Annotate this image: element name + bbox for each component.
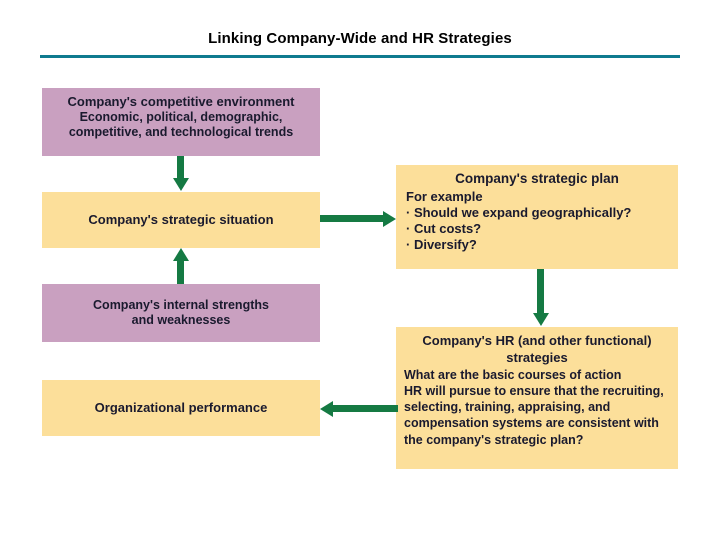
box-internal-strengths-line1: Company's internal strengths: [93, 297, 269, 312]
box-internal-strengths: Company's internal strengths and weaknes…: [42, 284, 320, 342]
box-hr-strategies-heading-line1: Company's HR (and other functional): [422, 333, 652, 348]
box-competitive-environment-line1: Economic, political, demographic,: [79, 109, 283, 124]
box-hr-strategies-line1: What are the basic courses of action: [404, 367, 622, 382]
box-competitive-environment-line2: competitive, and technological trends: [68, 125, 294, 140]
box-hr-strategies-line5: the company's strategic plan?: [404, 432, 584, 447]
box-hr-strategies-line2: HR will pursue to ensure that the recrui…: [404, 383, 664, 398]
box-internal-strengths-line2: and weaknesses: [131, 313, 231, 327]
box-strategic-situation-heading: Company's strategic situation: [88, 212, 274, 228]
box-hr-strategies-line3: selecting, training, appraising, and: [404, 400, 611, 415]
box-strategic-situation: Company's strategic situation: [42, 192, 320, 248]
box-hr-strategies: Company's HR (and other functional) stra…: [396, 327, 678, 469]
title-divider: [40, 55, 680, 58]
box-strategic-plan: Company's strategic plan For example · S…: [396, 165, 678, 269]
box-competitive-environment-heading: Company's competitive environment: [67, 94, 295, 109]
box-organizational-performance: Organizational performance: [42, 380, 320, 436]
box-strategic-plan-intro: For example: [406, 189, 483, 205]
box-strategic-plan-heading: Company's strategic plan: [455, 171, 619, 186]
box-strategic-plan-item-1: · Should we expand geographically?: [406, 205, 632, 221]
box-strategic-plan-item-2: · Cut costs?: [406, 221, 482, 237]
page-title: Linking Company-Wide and HR Strategies: [208, 30, 512, 47]
arrow-environment-to-situation: [173, 156, 189, 192]
arrow-situation-to-plan: [320, 211, 398, 227]
box-hr-strategies-heading-line2: strategies: [506, 349, 568, 365]
box-organizational-performance-heading: Organizational performance: [94, 400, 268, 416]
arrow-internal-to-situation: [173, 248, 189, 284]
box-strategic-plan-item-3: · Diversify?: [406, 237, 477, 253]
box-hr-strategies-line4: compensation systems are consistent with: [404, 416, 659, 431]
arrow-plan-to-hr: [533, 269, 549, 327]
arrow-hr-to-performance: [320, 401, 398, 417]
box-competitive-environment: Company's competitive environment Econom…: [42, 88, 320, 156]
